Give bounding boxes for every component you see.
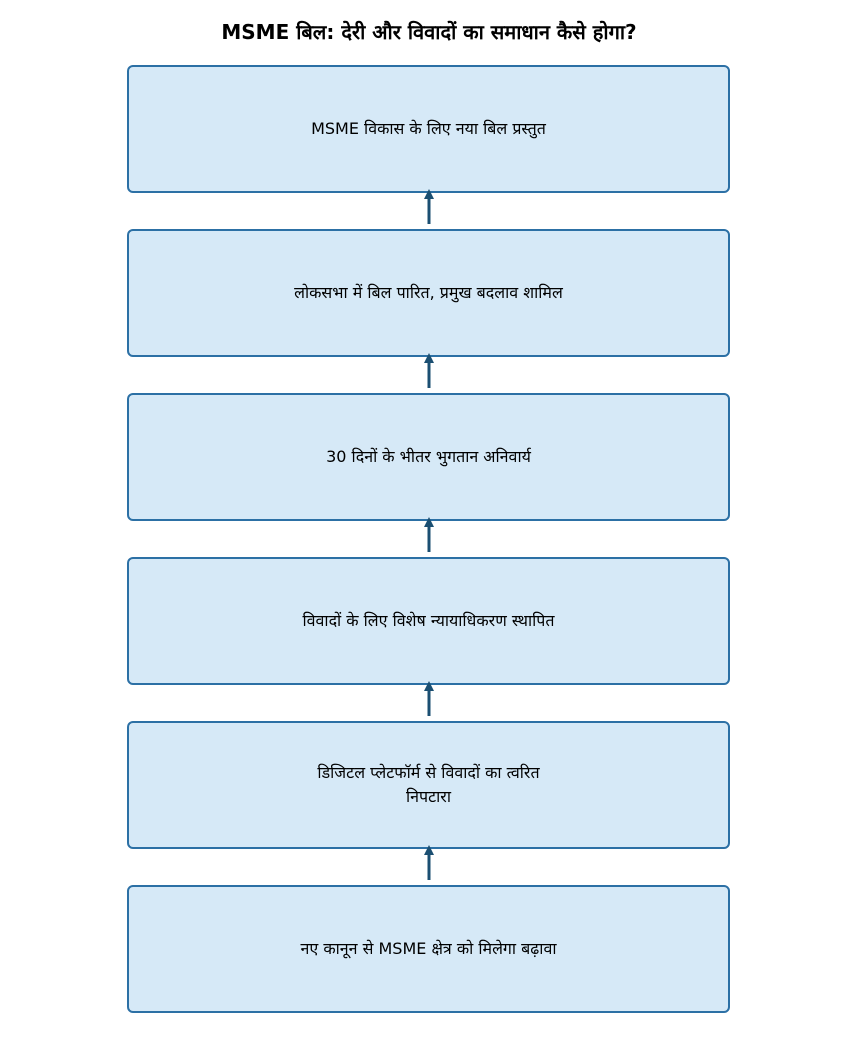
flow-step-label: लोकसभा में बिल पारित, प्रमुख बदलाव शामिल — [294, 283, 563, 302]
flow-step-label: विवादों के लिए विशेष न्यायाधिकरण स्थापित — [302, 611, 555, 630]
arrow-up-icon — [424, 845, 434, 880]
flow-step-label: 30 दिनों के भीतर भुगतान अनिवार्य — [326, 447, 531, 466]
flow-step-label: नए कानून से MSME क्षेत्र को मिलेगा बढ़ाव… — [300, 939, 557, 958]
flow-step-6: नए कानून से MSME क्षेत्र को मिलेगा बढ़ाव… — [127, 885, 730, 1013]
flow-step-3: 30 दिनों के भीतर भुगतान अनिवार्य — [127, 393, 730, 521]
flow-step-5: डिजिटल प्लेटफॉर्म से विवादों का त्वरित न… — [127, 721, 730, 849]
flow-step-label: MSME विकास के लिए नया बिल प्रस्तुत — [311, 119, 546, 138]
flow-step-2: लोकसभा में बिल पारित, प्रमुख बदलाव शामिल — [127, 229, 730, 357]
arrow-up-icon — [424, 353, 434, 388]
flow-step-4: विवादों के लिए विशेष न्यायाधिकरण स्थापित — [127, 557, 730, 685]
arrow-up-icon — [424, 189, 434, 224]
arrow-up-icon — [424, 517, 434, 552]
diagram-title: MSME बिल: देरी और विवादों का समाधान कैसे… — [221, 20, 637, 44]
flow-step-label: डिजिटल प्लेटफॉर्म से विवादों का त्वरित न… — [317, 763, 540, 806]
flow-step-1: MSME विकास के लिए नया बिल प्रस्तुत — [127, 65, 730, 193]
arrow-up-icon — [424, 681, 434, 716]
